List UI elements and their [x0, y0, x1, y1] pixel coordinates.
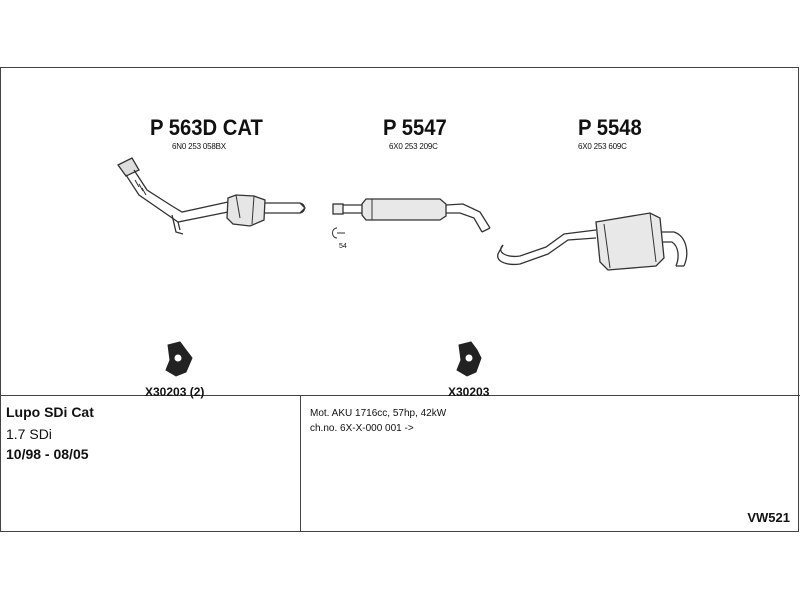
vehicle-engine: 1.7 SDi [6, 426, 52, 442]
part-code-middle-silencer: P 5547 [383, 115, 447, 140]
part-code-catalyst: P 563D CAT [150, 115, 263, 140]
kit-number: VW521 [747, 510, 790, 525]
rubber-mount-label-2: X30203 [448, 385, 490, 399]
rubber-mount-illustration-2 [456, 341, 482, 377]
rubber-mount-label-1: X30203 (2) [145, 385, 205, 399]
motor-note: Mot. AKU 1716cc, 57hp, 42kW [310, 408, 447, 419]
oem-number-rear-silencer: 6X0 253 609C [578, 142, 627, 151]
catalyst-pipe-illustration [117, 157, 306, 235]
info-column-divider [300, 395, 301, 532]
part-code-rear-silencer: P 5548 [578, 115, 642, 140]
clamp-size-label: 54 [339, 243, 347, 250]
middle-silencer-illustration [332, 198, 491, 239]
diagram-frame [0, 67, 799, 532]
oem-number-catalyst: 6N0 253 058BX [172, 142, 226, 151]
rubber-mount-illustration-1 [165, 341, 193, 377]
rear-silencer-illustration [497, 212, 688, 271]
vehicle-years: 10/98 - 08/05 [6, 446, 89, 462]
info-divider [0, 395, 800, 396]
oem-number-middle-silencer: 6X0 253 209C [389, 142, 438, 151]
vehicle-model: Lupo SDi Cat [6, 404, 94, 420]
chassis-note: ch.no. 6X-X-000 001 -> [310, 423, 414, 434]
